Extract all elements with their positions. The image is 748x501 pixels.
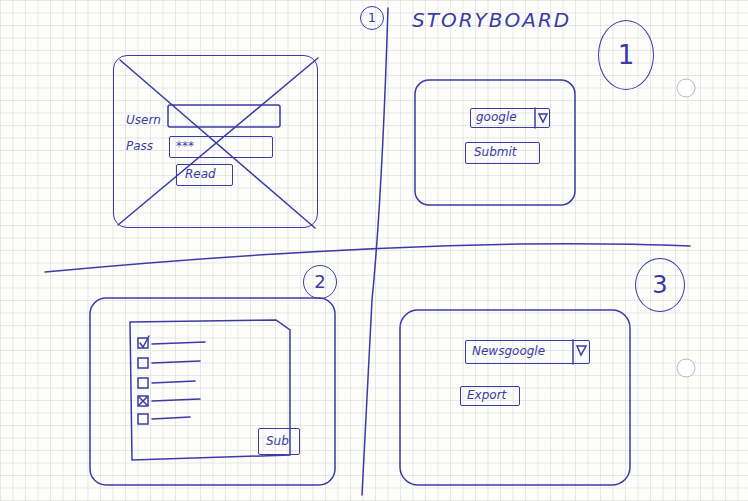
cross-out-line	[118, 58, 318, 225]
punch-hole	[677, 79, 695, 97]
checkbox	[138, 358, 148, 368]
control-text: Export	[467, 389, 506, 402]
screen-panel: UsernPass *** Read	[113, 55, 318, 228]
control-text: Submit	[474, 146, 517, 159]
list-line	[152, 361, 200, 363]
list-line	[152, 342, 205, 344]
callout-number: 2	[303, 265, 337, 299]
callout-number: 3	[652, 272, 667, 298]
dropdown-arrow	[535, 108, 547, 128]
control-text: ***	[176, 140, 194, 153]
cross-out-line	[120, 60, 315, 228]
field-label: Pass	[126, 140, 153, 153]
button: Export	[460, 386, 520, 406]
callout-number: 2	[314, 272, 325, 292]
list-line	[152, 399, 200, 401]
callout-number: 1	[360, 6, 384, 30]
list-window	[130, 320, 290, 460]
checkbox	[138, 396, 148, 406]
divider-line	[362, 8, 388, 495]
checkbox	[138, 414, 148, 424]
button: Sub	[258, 428, 300, 455]
screen-panel	[400, 310, 630, 485]
password-field: ***	[169, 136, 273, 158]
callout-number: 1	[598, 20, 654, 90]
check-mark	[140, 336, 149, 347]
callout-number: 1	[368, 11, 376, 25]
button: Submit	[465, 142, 540, 164]
dropdown: google	[470, 108, 550, 128]
control-text: Newsgoogle	[472, 345, 545, 358]
callout-number: 3	[635, 258, 685, 312]
checkbox	[138, 378, 148, 388]
screen-panel	[90, 298, 335, 485]
button: Read	[176, 164, 233, 186]
control-text: Read	[185, 168, 216, 181]
divider-line	[45, 244, 690, 272]
list-line	[152, 417, 190, 419]
punch-hole	[677, 359, 695, 377]
page-title: STORYBOARD	[412, 8, 571, 32]
cross-mark	[139, 397, 147, 405]
dropdown-arrow	[573, 340, 586, 364]
list-line	[152, 381, 195, 383]
control-text: Sub	[266, 435, 289, 448]
callout-number: 1	[618, 41, 635, 70]
screen-panel	[415, 80, 575, 205]
dropdown: Newsgoogle	[465, 340, 590, 364]
field-label: Usern	[126, 114, 161, 127]
control-text: google	[476, 111, 517, 124]
username-field	[168, 105, 280, 127]
